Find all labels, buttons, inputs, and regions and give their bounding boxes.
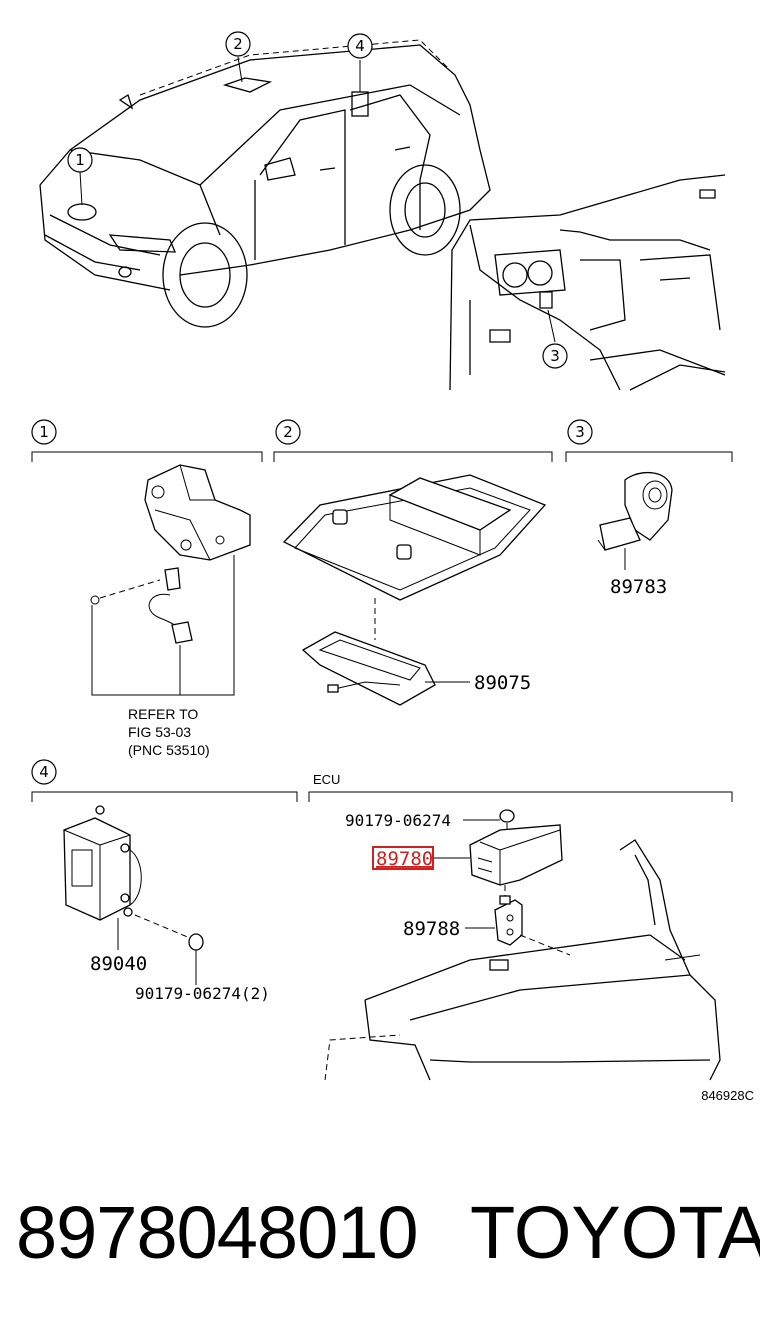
part-footer: 8978048010 TOYOTA — [0, 1180, 760, 1290]
section-2-overhead-module: 89075 — [282, 474, 547, 706]
vehicle-illustration — [39, 39, 491, 328]
section-2-number: 2 — [283, 423, 293, 441]
footer-brand: TOYOTA — [470, 1191, 760, 1274]
bracket-89788: 89788 — [403, 918, 460, 940]
footer-part-number: 8978048010 — [16, 1191, 419, 1274]
refer-line-2: FIG 53-03 — [128, 724, 191, 740]
diagram-code: 846928C — [701, 1088, 754, 1103]
section-4-number: 4 — [39, 763, 49, 781]
callout-3: 3 — [550, 347, 560, 365]
part-89075: 89075 — [474, 672, 531, 694]
highlight-box — [372, 846, 434, 870]
highlighted-part-89780[interactable]: 89780 — [376, 848, 433, 870]
part-89783: 89783 — [610, 576, 667, 598]
section-3-number: 3 — [575, 423, 585, 441]
callout-1: 1 — [75, 151, 85, 169]
section-headers-row2: 4 ECU — [31, 759, 733, 802]
part-89040: 89040 — [90, 953, 147, 975]
callout-2: 2 — [233, 35, 243, 53]
interior-illustration — [449, 174, 726, 391]
parts-diagram: 1 2 4 3 1 2 3 REFER TO FIG 53-03 (PNC 53… — [31, 31, 754, 1103]
section-headers-row1: 1 2 3 — [31, 419, 733, 462]
overview-callouts: 1 2 4 3 — [67, 31, 568, 369]
section-1-number: 1 — [39, 423, 49, 441]
ecu-section-title: ECU — [313, 772, 340, 787]
ecu-section: 90179-06274 89780 89788 — [324, 809, 721, 1081]
bolt-90179-06274-2: 90179-06274(2) — [135, 984, 270, 1003]
ecu-bolt-label: 90179-06274 — [345, 811, 451, 830]
callout-4: 4 — [355, 37, 365, 55]
refer-line-3: (PNC 53510) — [128, 742, 210, 758]
section-4-control-unit: 89040 90179-06274(2) — [63, 805, 270, 1003]
refer-line-1: REFER TO — [128, 706, 198, 722]
section-3-sensor: 89783 — [597, 471, 673, 598]
section-1-hood-lock: REFER TO FIG 53-03 (PNC 53510) — [90, 464, 251, 758]
